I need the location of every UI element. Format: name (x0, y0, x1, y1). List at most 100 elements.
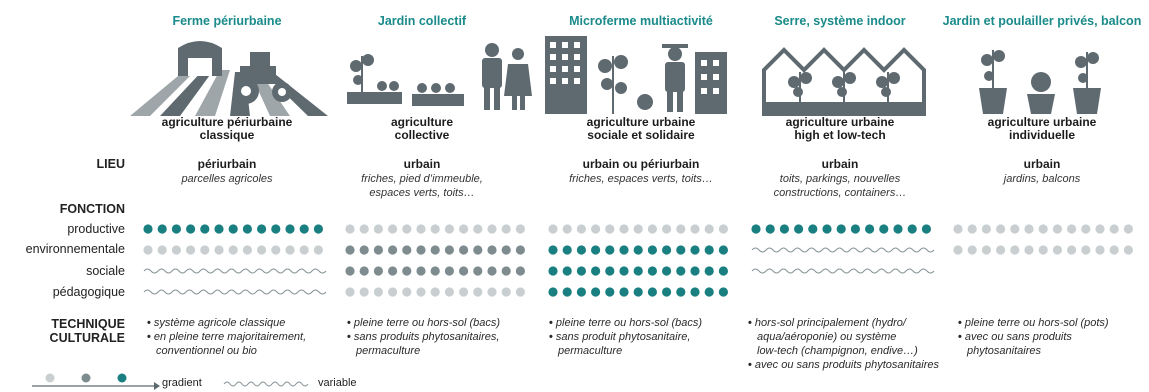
legend-gradient-marks (32, 373, 160, 390)
function-dot (373, 224, 383, 234)
label-environnementale: environnementale (25, 242, 125, 256)
lieu-detail: jardins, balcons (1003, 173, 1081, 185)
function-dot (822, 224, 832, 234)
function-dot (619, 266, 629, 276)
periurban-farm-illustration (130, 41, 328, 116)
function-dot (605, 245, 615, 255)
function-dot (1109, 224, 1119, 234)
function-dot (576, 287, 587, 297)
column-title: Jardin collectif (377, 14, 467, 28)
technique-cell: • hors-sol principalement (hydro/ aqua/a… (748, 316, 958, 372)
tech-line: • pleine terre ou hors-sol (bacs) (347, 317, 501, 329)
variable-wave (143, 268, 327, 274)
function-dot (605, 224, 615, 234)
column-title: Jardin et poulailler privés, balcon (942, 14, 1142, 28)
function-dot (228, 224, 238, 234)
tech-line: phytosanitaires (967, 345, 1041, 357)
function-dot (271, 224, 281, 234)
function-dot (388, 224, 398, 234)
tech-line: permaculture (356, 345, 421, 357)
function-dot (647, 245, 658, 255)
function-dot (285, 245, 295, 255)
function-dot (676, 224, 686, 234)
column-title: Microferme multiactivité (569, 14, 713, 28)
function-dot (605, 287, 615, 297)
private-garden-illustration (979, 50, 1101, 114)
column-title: Serre, système indoor (774, 14, 906, 28)
function-dot (359, 266, 369, 276)
function-dot (1123, 224, 1133, 234)
function-dot (718, 266, 729, 276)
function-dot (619, 245, 629, 255)
label-pedagogique: pédagogique (52, 285, 125, 299)
function-dot (1109, 245, 1119, 255)
function-dot (459, 245, 469, 255)
function-dot (576, 224, 587, 234)
function-dot (402, 224, 412, 234)
tech-line: • système agricole classique (147, 317, 286, 329)
function-dot (242, 245, 252, 255)
function-dot (271, 245, 281, 255)
function-dot (576, 266, 587, 276)
function-dot (388, 245, 398, 255)
function-dot (345, 266, 355, 276)
function-dot (214, 245, 224, 255)
function-dot (1067, 224, 1077, 234)
function-dot (402, 245, 412, 255)
function-dot (1067, 245, 1077, 255)
legend-variable-label: variable (318, 377, 357, 389)
function-dot (591, 245, 601, 255)
function-dot (501, 224, 511, 234)
function-dot (836, 224, 846, 234)
community-garden-illustration (347, 43, 532, 110)
function-dot (501, 287, 511, 297)
function-dot (402, 287, 412, 297)
function-dot (591, 266, 601, 276)
function-dot (200, 224, 210, 234)
function-dot (996, 245, 1006, 255)
technique-cell: • pleine terre ou hors-sol (pots) • avec… (958, 316, 1143, 358)
lieu-value: urbain (821, 157, 859, 171)
function-dot (186, 224, 196, 234)
function-dot (430, 266, 440, 276)
function-dot (214, 224, 224, 234)
function-dot (662, 245, 672, 255)
function-dot (562, 224, 572, 234)
function-dot (879, 224, 889, 234)
function-dot (633, 266, 643, 276)
label-sociale: sociale (86, 264, 125, 278)
tech-line: • pleine terre ou hors-sol (pots) (958, 317, 1109, 329)
function-dot (487, 266, 497, 276)
function-dot (676, 245, 686, 255)
legend-dot-dark (117, 373, 127, 383)
function-dot (548, 224, 558, 234)
function-dot (345, 224, 355, 234)
function-dot (359, 224, 369, 234)
function-dot (416, 224, 426, 234)
function-dot (473, 287, 483, 297)
legend-gradient-label: gradient (162, 377, 202, 389)
function-dot (228, 245, 238, 255)
function-dot (1081, 224, 1091, 234)
function-dot (751, 224, 761, 234)
function-dot (967, 245, 977, 255)
function-dot (299, 224, 309, 234)
function-dot (143, 245, 153, 255)
microfarm-illustration (545, 36, 727, 114)
tech-line: • en pleine terre majoritairement, (147, 331, 307, 343)
function-dot (1010, 245, 1020, 255)
function-dot (676, 287, 686, 297)
function-dot (299, 245, 309, 255)
tech-line: conventionnel ou bio (156, 345, 257, 357)
function-dot (633, 224, 643, 234)
function-dot (171, 245, 181, 255)
function-dot (619, 224, 629, 234)
function-dot (690, 287, 700, 297)
function-dot (1095, 224, 1105, 234)
function-dot (515, 224, 526, 234)
function-dot (1123, 245, 1133, 255)
function-dot (690, 266, 700, 276)
function-dot (157, 224, 167, 234)
